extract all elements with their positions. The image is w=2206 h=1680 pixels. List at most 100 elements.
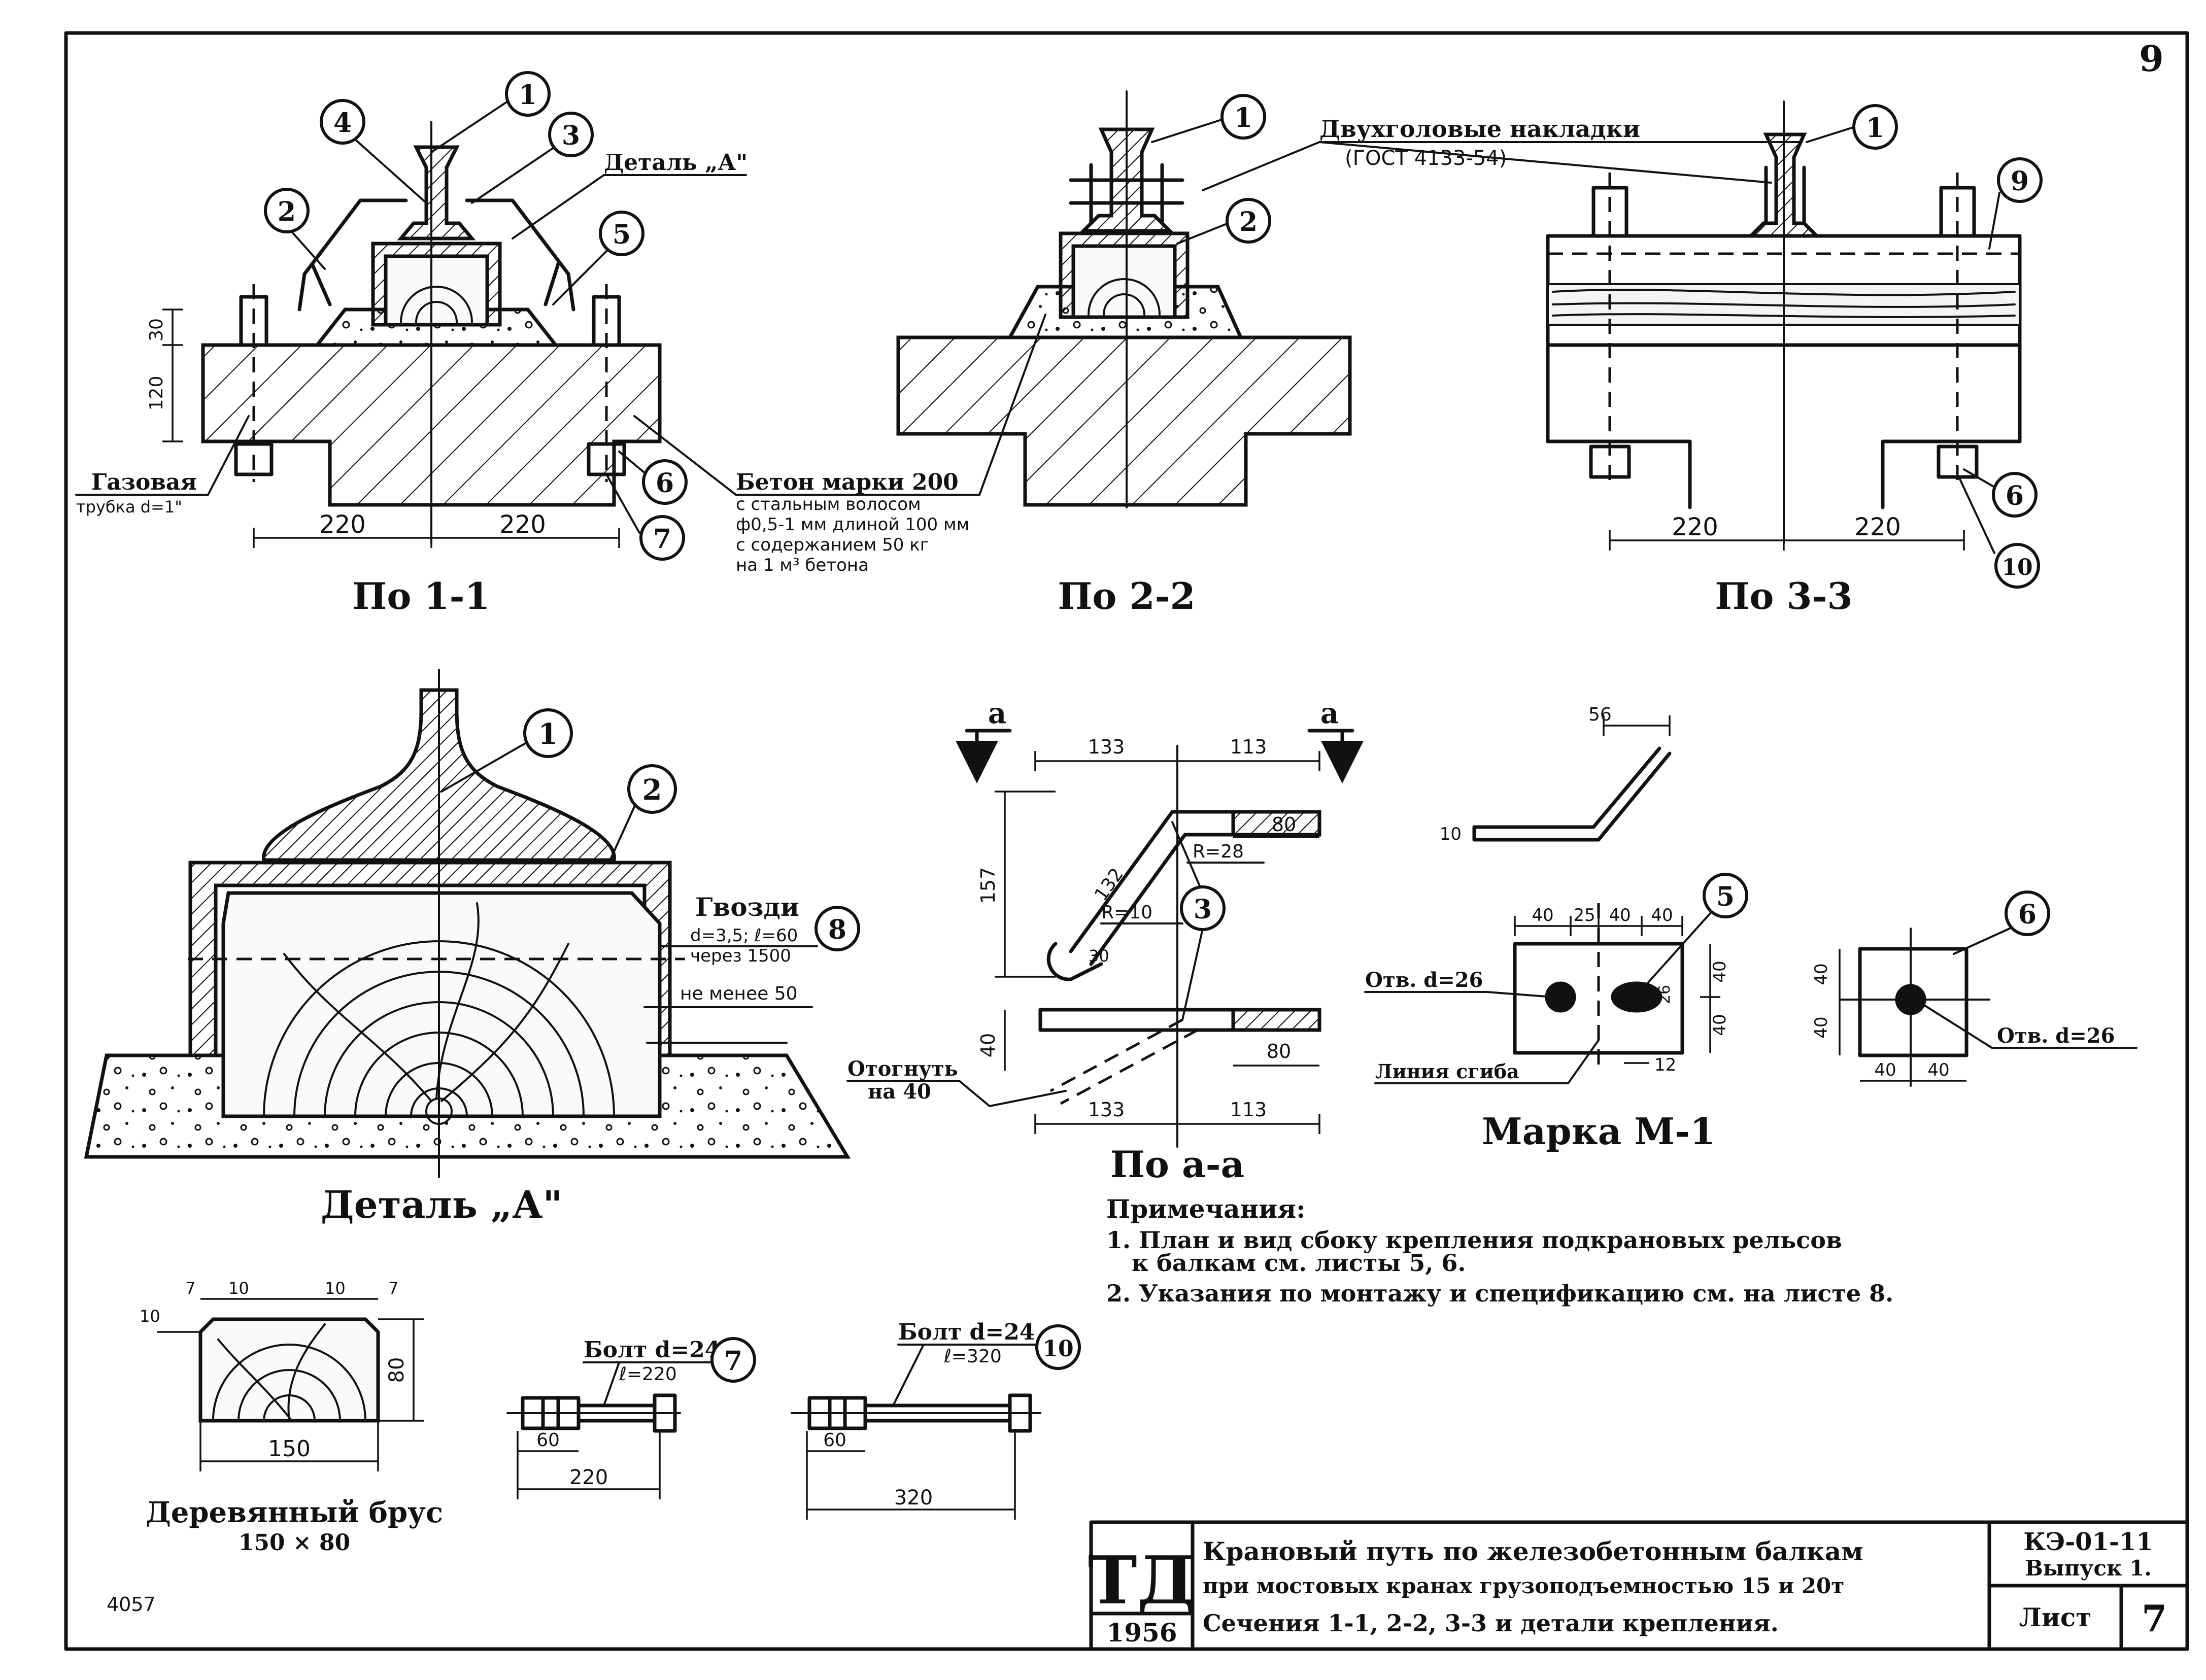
dim-m1-10: 10	[1440, 824, 1462, 844]
label-concrete-1: Бетон марки 200	[736, 469, 959, 495]
cut-a-left: а	[988, 697, 1006, 730]
dim-b7-220: 220	[569, 1466, 608, 1489]
label-concrete-5: на 1 м³ бетона	[736, 555, 869, 575]
label-hole-5: Отв. d=26	[1365, 968, 1483, 992]
dim-s11-120: 120	[146, 376, 167, 411]
caption-section-1-1: По 1-1	[352, 574, 490, 618]
caption-view-a-a: По а-а	[1110, 1143, 1244, 1186]
notes-title: Примечания:	[1106, 1194, 1306, 1224]
title-line-1: Крановый путь по железобетонным балкам	[1203, 1536, 1863, 1566]
callouts: 1 2 3 4 5 6 7 1 2 1 9 6 10	[264, 71, 2050, 1383]
callout-da-1	[523, 708, 573, 758]
label-r10: R=10	[1101, 902, 1152, 923]
callout-s11-2	[264, 188, 310, 233]
dim-wb-80: 80	[385, 1357, 409, 1383]
callout-da-8	[814, 906, 860, 951]
label-concrete-4: с содержанием 50 кг	[736, 535, 929, 555]
label-detail-a-ref: Деталь „А"	[604, 150, 748, 176]
svg-text:6: 6	[2006, 481, 2024, 511]
dim-p6-v40b: 40	[1811, 1016, 1831, 1038]
callout-s33-9	[1997, 157, 2043, 203]
label-fishplates-1: Двухголовые накладки	[1319, 115, 1640, 143]
label-bolt10-1: Болт d=24	[898, 1319, 1035, 1345]
timber-beam: 7 10 10 7 10 150 80 Деревянный брус 150 …	[140, 1279, 443, 1556]
dim-aa-80-a: 80	[1272, 813, 1296, 836]
svg-text:6: 6	[2018, 899, 2037, 930]
title-year: 1956	[1106, 1618, 1177, 1648]
dim-m1-v40b: 40	[1710, 1014, 1730, 1036]
callout-b10-10	[1035, 1324, 1081, 1370]
dim-s33-right: 220	[1854, 513, 1901, 541]
callout-s11-3	[548, 112, 594, 157]
caption-detail-a: Деталь „А"	[321, 1183, 562, 1227]
mark-m1: 56 10 40 25 40 40 26 40 40 12 Отв. d=26 …	[1364, 704, 1730, 1153]
dim-s11-right: 220	[499, 510, 546, 539]
dim-b10-60: 60	[823, 1430, 846, 1451]
dim-m1-12: 12	[1654, 1055, 1676, 1075]
svg-text:1: 1	[1866, 113, 1884, 144]
dim-wb-10a: 10	[228, 1279, 249, 1298]
label-bolt7-1: Болт d=24	[584, 1337, 720, 1363]
callout-s33-1	[1852, 104, 1898, 150]
callout-s11-4	[320, 99, 365, 145]
label-fishplates-2: (ГОСТ 4133-54)	[1345, 147, 1507, 170]
svg-text:7: 7	[653, 524, 671, 555]
dim-wb-10c: 10	[140, 1307, 160, 1326]
cut-a-right: а	[1320, 697, 1339, 730]
title-issue: Выпуск 1.	[2025, 1556, 2152, 1581]
callout-s33-10	[1994, 543, 2040, 589]
callout-s11-1	[505, 71, 551, 117]
dim-s11-left: 220	[319, 510, 366, 539]
note-1a: 1. План и вид сбоку крепления подкрановы…	[1106, 1226, 1842, 1254]
section-2-2: По 2-2 Бетон марки 200 с стальным волосо…	[633, 90, 1352, 618]
dim-aa-80-b: 80	[1267, 1040, 1291, 1062]
sheet-number: 9	[2139, 38, 2164, 80]
caption-section-2-2: По 2-2	[1058, 574, 1195, 618]
dim-aa-157: 157	[977, 867, 999, 904]
section-3-3: 220 220 По 3-3 Двухголовые накладки (ГОС…	[1202, 100, 2022, 618]
dim-aa-bot-113: 113	[1230, 1099, 1267, 1121]
title-line-3: Сечения 1-1, 2-2, 3-3 и детали крепления…	[1203, 1609, 1779, 1637]
dim-aa-top-113: 113	[1230, 736, 1267, 758]
title-sheet-no: 7	[2142, 1597, 2167, 1640]
title-line-2: при мостовых кранах грузоподъемностью 15…	[1203, 1573, 1844, 1598]
svg-text:1: 1	[538, 717, 558, 751]
svg-text:9: 9	[2011, 166, 2029, 197]
bolt-10: 60 320 Болт d=24 ℓ=320	[791, 1319, 1041, 1520]
dim-wb-150: 150	[268, 1436, 311, 1462]
dim-b7-60: 60	[536, 1430, 560, 1451]
dim-m1-26: 26	[1656, 985, 1674, 1004]
callout-s33-6	[1992, 472, 2038, 518]
dim-aa-30: 30	[1089, 946, 1109, 966]
dim-m1-25: 25	[1573, 905, 1595, 925]
dim-aa-40: 40	[977, 1033, 999, 1057]
caption-mark-m1: Марка М-1	[1482, 1110, 1715, 1153]
svg-text:7: 7	[724, 1346, 742, 1377]
callout-s22-1	[1220, 94, 1266, 140]
plate-6: 40 40 40 40 Отв. d=26	[1811, 928, 2137, 1087]
label-bolt7-2: ℓ=220	[619, 1364, 677, 1385]
dim-p6-h40b: 40	[1927, 1060, 1949, 1080]
svg-text:6: 6	[656, 468, 674, 499]
callout-m1-5	[1703, 873, 1748, 918]
label-hole-6: Отв. d=26	[1997, 1024, 2115, 1048]
title-sheet-label: Лист	[2019, 1602, 2092, 1632]
callout-s11-5	[599, 211, 644, 256]
svg-text:3: 3	[562, 120, 580, 151]
svg-text:8: 8	[828, 914, 846, 945]
label-bend-1: Отогнуть	[847, 1057, 958, 1081]
title-code: КЭ-01-11	[2023, 1528, 2153, 1556]
svg-text:2: 2	[642, 773, 662, 807]
margin-note: 4057	[107, 1593, 156, 1616]
caption-section-3-3: По 3-3	[1715, 574, 1852, 618]
title-logo: ТД	[1088, 1541, 1196, 1619]
svg-text:5: 5	[1716, 881, 1735, 912]
svg-text:4: 4	[333, 108, 352, 139]
label-concrete-3: ф0,5-1 мм длиной 100 мм	[736, 515, 969, 535]
dim-m1-40c: 40	[1651, 905, 1673, 925]
view-a-a: а а 133 113 157 80 132 R=28 R=10 30 40 8…	[846, 697, 1364, 1186]
dim-m1-40b: 40	[1609, 905, 1631, 925]
label-r28: R=28	[1193, 841, 1244, 862]
